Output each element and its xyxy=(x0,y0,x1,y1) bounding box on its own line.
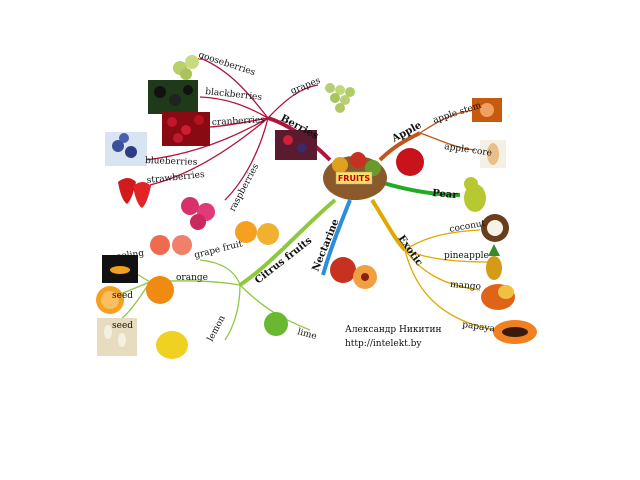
label-blueberries: blueberries xyxy=(145,156,198,168)
label-coconut: coconut xyxy=(449,219,487,235)
apple-core-picture xyxy=(480,140,506,168)
label-seed-2: seed xyxy=(112,321,133,331)
lemon-picture xyxy=(156,331,188,359)
label-raspberries: raspberries xyxy=(228,162,262,213)
nectarine-branch-line xyxy=(321,199,352,276)
label-lemon: lemon xyxy=(206,314,228,344)
center-label-box xyxy=(335,171,373,185)
seeling-picture xyxy=(102,255,138,283)
orange-picture xyxy=(146,276,174,304)
gooseberries-picture xyxy=(173,55,199,80)
strawberries-picture xyxy=(118,178,151,208)
label-mango: mango xyxy=(450,280,482,292)
coconut-picture xyxy=(481,214,509,242)
lime-picture xyxy=(264,312,288,336)
label-seeling: seeling xyxy=(111,248,145,262)
pear-picture xyxy=(464,177,486,212)
label-lime: lime xyxy=(296,327,318,342)
cranberries-picture xyxy=(162,112,210,146)
grapefruit-picture xyxy=(148,232,192,258)
center-label: FRUITS xyxy=(338,174,371,183)
pineapple-picture xyxy=(486,244,502,280)
raspberries-picture xyxy=(181,197,215,230)
label-blackberries: blackberries xyxy=(205,87,263,103)
papaya-picture xyxy=(493,320,537,344)
apple-stem-picture xyxy=(472,98,502,122)
label-cranberries: cranberries xyxy=(212,115,266,128)
label-grapes: grapes xyxy=(289,76,322,97)
label-strawberries: strawberries xyxy=(146,170,205,186)
author-credit: Александр Никитин xyxy=(345,325,442,335)
label-orange: orange xyxy=(176,273,208,283)
orange-slices-picture xyxy=(232,218,282,248)
label-seed-1: seed xyxy=(112,291,133,301)
pear-branch-line xyxy=(379,180,461,197)
apple-branch-lines xyxy=(378,109,476,162)
mango-picture xyxy=(481,284,515,310)
branch-label-pear: Pear xyxy=(432,188,459,201)
mixed-berries-picture xyxy=(275,130,317,160)
branch-label-exotic: Exotic xyxy=(396,233,425,268)
blackberries-picture xyxy=(148,80,198,114)
exotic-branch-lines xyxy=(370,198,496,331)
apple-picture xyxy=(396,148,424,176)
label-papaya: papaya xyxy=(462,320,496,335)
label-grape-fruit: grape fruit xyxy=(193,239,244,261)
label-pineapple: pineapple xyxy=(444,251,489,261)
orange-seed-picture xyxy=(96,286,124,314)
seed-picture xyxy=(97,318,137,356)
website-credit: http://intelekt.by xyxy=(345,339,422,349)
grapes-picture xyxy=(325,83,355,113)
nectarine-picture xyxy=(330,257,377,289)
blueberries-picture xyxy=(105,132,147,166)
